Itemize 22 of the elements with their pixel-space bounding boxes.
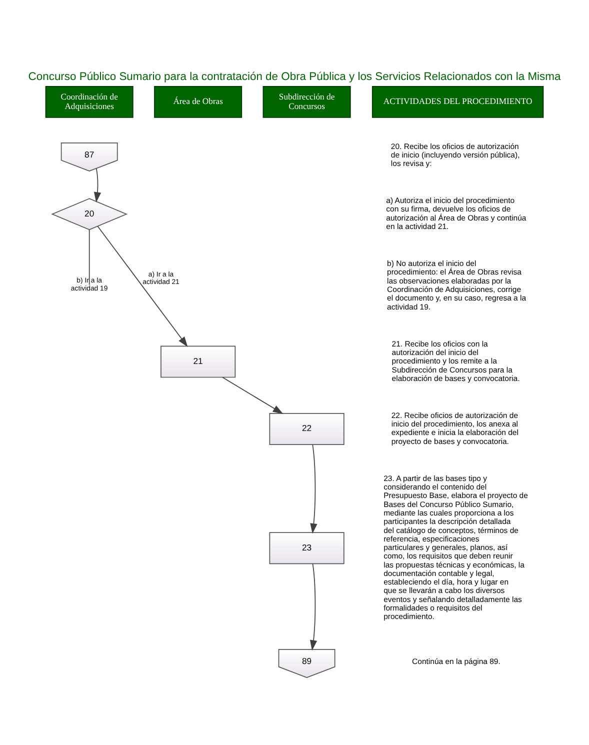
label: 21. Recibe los oficios con la autorización del inicio del procedimiento y los remite a la Subdirección de Concursos para la elaboración de bases y convocatoria.: [392, 339, 520, 383]
label: b) No autoriza el inicio del procedimiento: el Área de Obras revisa las observaciones elaboradas por la Coordinación de Adquisiciones, corrige el documento y, en su caso, regresa a la actividad 19.: [387, 259, 526, 312]
label: a) Autoriza el inicio del procedimiento con su firma, devuelve los oficios de autorización al Área de Obras y continúa en la actividad 21.: [386, 196, 526, 231]
label: ACTIVIDADES DEL PROCEDIMIENTO: [383, 96, 532, 106]
label: 20. Recibe los oficios de autorización de inicio (incluyendo versión pública), los revisa y:: [390, 142, 520, 168]
node-box: 22: [269, 413, 344, 445]
node-box: 21: [160, 346, 236, 378]
arrow: [97, 226, 188, 348]
arrow: [310, 444, 318, 534]
node-diamond: 20: [51, 198, 128, 230]
connector: [88, 229, 90, 286]
arrow: [310, 563, 318, 651]
arrow: [222, 376, 284, 414]
label: Área de Obras: [173, 96, 223, 106]
arrow: [94, 168, 102, 203]
label: 22. Recibe oficios de autorización de inicio del procedimiento, los anexa al expediente e inicia la elaboración del proyecto de bases y convocatoria.: [391, 410, 518, 446]
label: Subdirección de Concursos: [278, 91, 335, 111]
label: Coordinación de Adquisiciones: [60, 91, 118, 111]
node-box: 23: [269, 532, 344, 564]
label: Continúa en la página 89.: [412, 656, 500, 666]
diagram-title: Concurso Público Sumario para la contratación de Obra Pública y los Servicios Relacionados con la Misma: [28, 70, 561, 83]
label: 23. A partir de las bases tipo y considerando el contenido del Presupuesto Base, elabora el proyecto de Bases del Concurso Público Sumario, mediante las cuales proporciona a los participantes la descripción detallada del catálogo de conceptos, términos de referencia, especificaciones particulares y generales, planos, así como, los requisitos que deben reunir las propuestas técnicas y económicas, la documentación contable y legal, estableciendo el día, hora y lugar en que se llevarán a cabo los diversos eventos y señalando detalladamente las formalidades o requisitos del procedimiento.: [384, 474, 528, 622]
